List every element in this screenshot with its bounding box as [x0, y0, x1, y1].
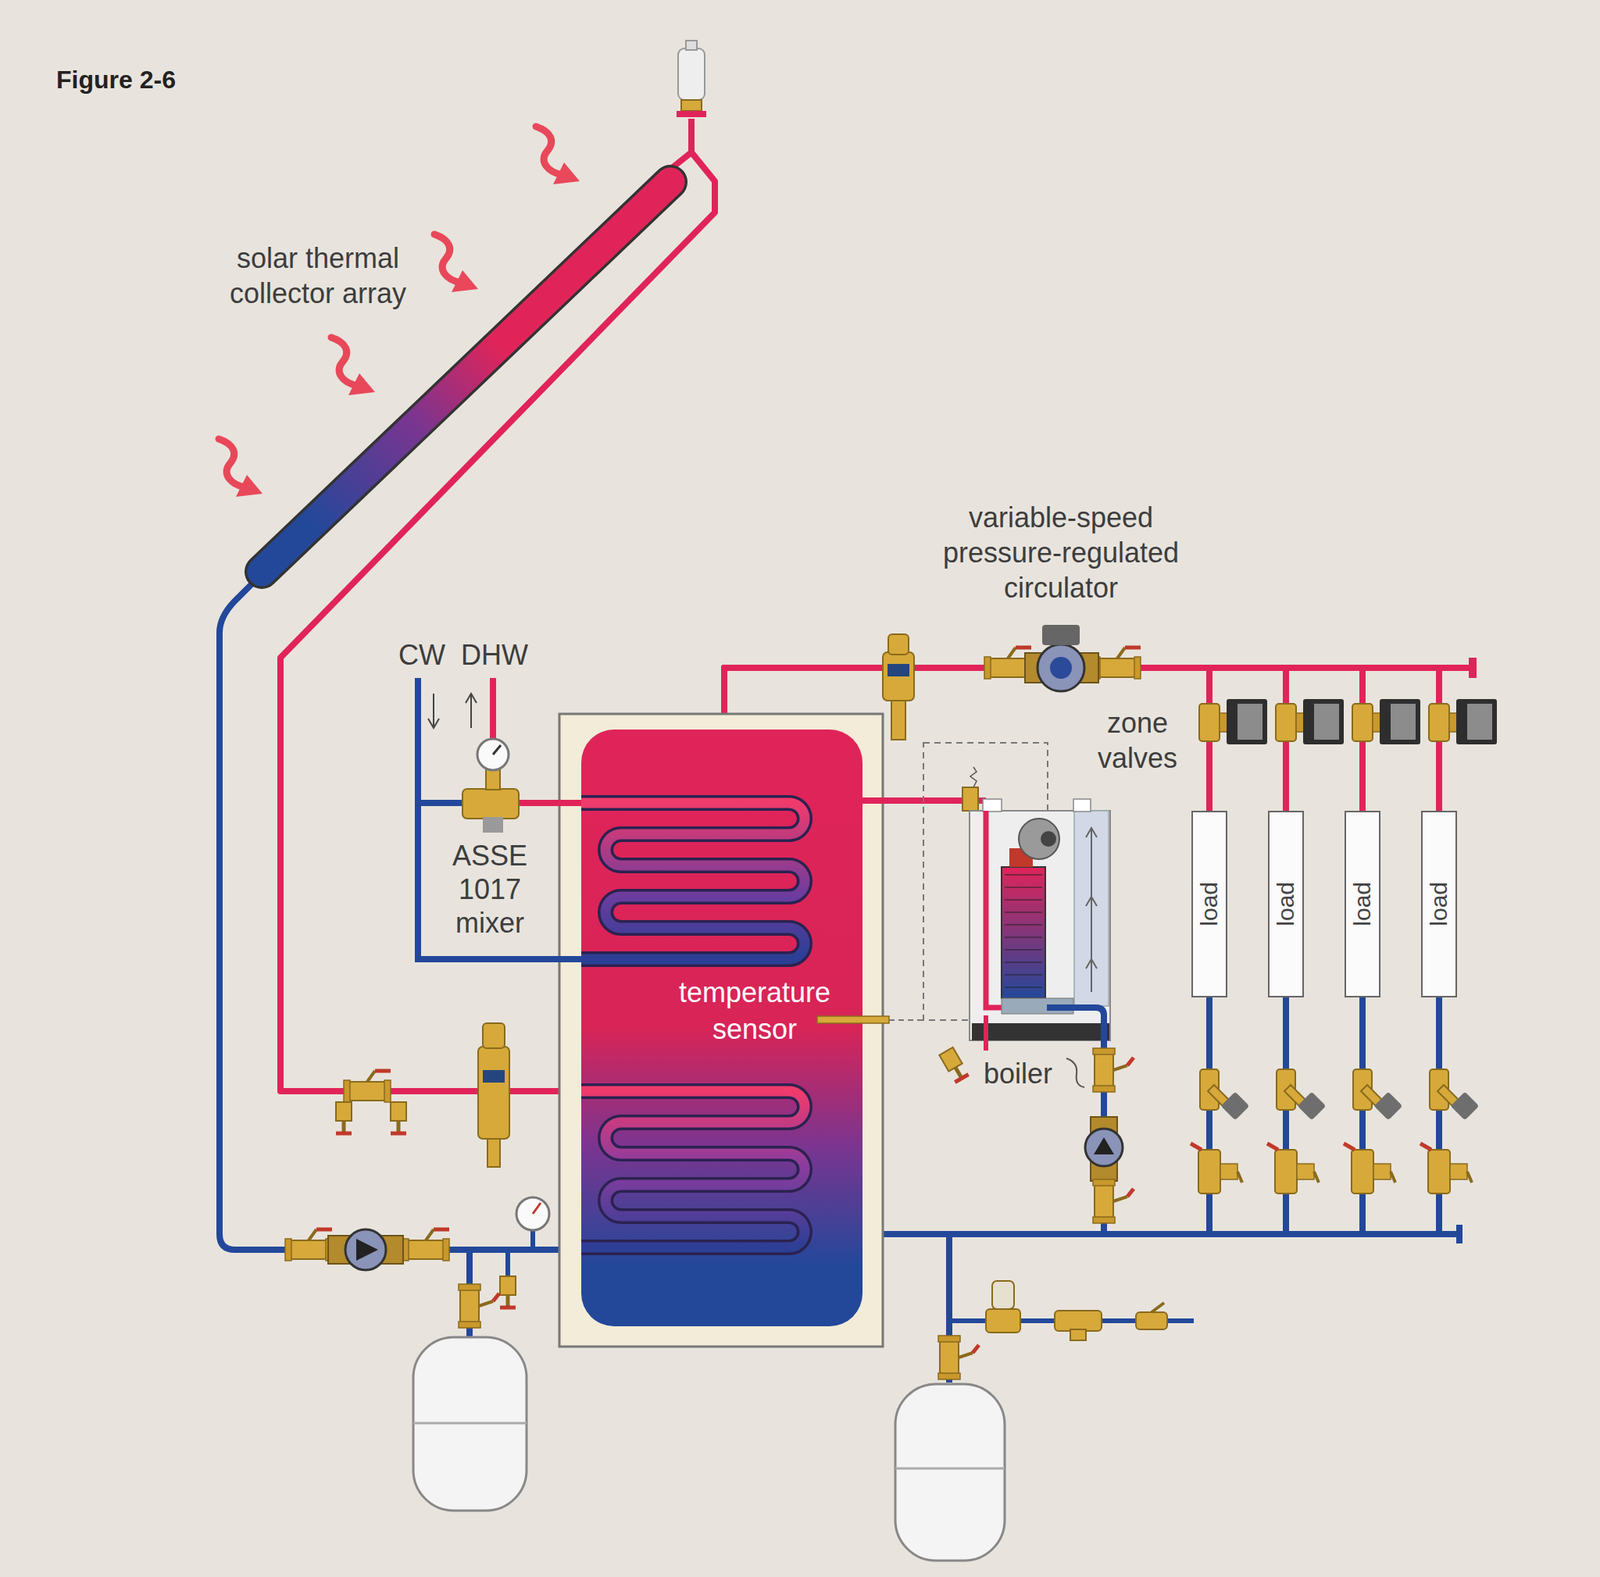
load-box: load	[1191, 810, 1228, 998]
load-label: load	[1427, 882, 1451, 927]
load-box: load	[1421, 810, 1458, 998]
return-pipe	[862, 997, 1363, 1235]
load-box: load	[1267, 810, 1304, 998]
part-label: ASSE 1017 mixer	[442, 839, 537, 941]
part-label: CW	[394, 637, 450, 673]
load-label: load	[1350, 882, 1375, 927]
part-label: variable-speed pressure-regulated circul…	[916, 500, 1206, 606]
return-pipe	[862, 997, 1210, 1235]
load-label: load	[1197, 882, 1222, 927]
load-box: load	[1344, 810, 1381, 998]
return-pipe	[862, 997, 1440, 1235]
load-label: load	[1274, 882, 1298, 927]
storage-tank: temperature sensor	[581, 729, 863, 1327]
part-label: zone valves	[1092, 705, 1183, 776]
sensor-label: temperature sensor	[657, 975, 853, 1049]
part-label: solar thermal collector array	[200, 240, 436, 311]
return-pipe	[862, 997, 1286, 1235]
part-label: DHW	[459, 637, 530, 673]
figure-title: Figure 2-6	[56, 65, 176, 95]
part-label: boiler	[975, 1056, 1061, 1092]
